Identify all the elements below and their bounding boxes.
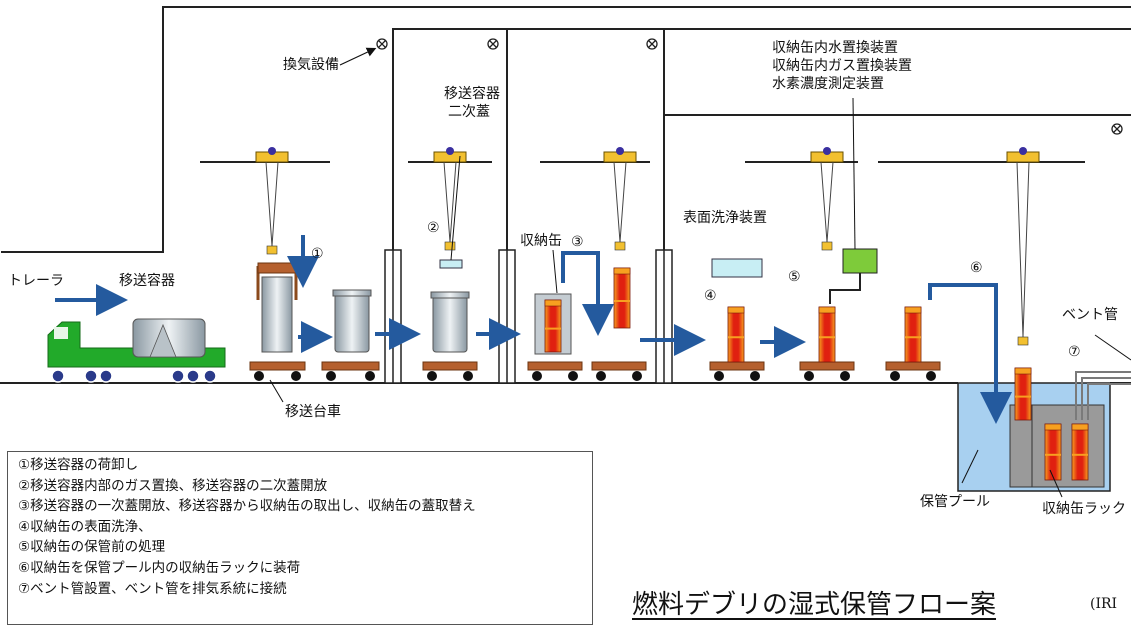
device-hose xyxy=(829,273,861,304)
label-rack: 収納缶ラック xyxy=(1042,501,1126,517)
step-legend: ①移送容器の荷卸し ②移送容器内部のガス置換、移送容器の二次蓋開放 ③移送容器の… xyxy=(7,451,593,625)
transport-cart xyxy=(321,361,380,381)
canister xyxy=(1014,367,1032,421)
cross-circle-icon xyxy=(487,38,499,50)
step-1: ① xyxy=(311,246,324,262)
legend-item-7: ⑦ベント管設置、ベント管を排気系統に接続 xyxy=(18,580,287,597)
transport-cart xyxy=(591,361,647,381)
transport-cart xyxy=(799,361,855,381)
step-5: ⑤ xyxy=(788,269,801,285)
diagram-caption: 燃料デブリの湿式保管フロー案 xyxy=(632,590,997,620)
transport-container-horizontal xyxy=(132,318,206,358)
legend-item-1: ①移送容器の荷卸し xyxy=(18,457,139,473)
legend-item-3: ③移送容器の一次蓋開放、移送容器から収納缶の取出し、収納缶の蓋取替え xyxy=(18,498,476,515)
label-canister: 収納缶 xyxy=(520,233,562,249)
step-4: ④ xyxy=(704,288,717,304)
legend-item-4: ④収納缶の表面洗浄、 xyxy=(18,518,152,535)
step-7: ⑦ xyxy=(1068,344,1081,360)
label-device-3: 水素濃度測定装置 xyxy=(772,76,884,92)
overhead-crane-icon xyxy=(810,147,844,251)
pointer-lines xyxy=(269,97,1131,498)
label-surface-cleaner: 表面洗浄装置 xyxy=(683,210,767,226)
overhead-crane-icon xyxy=(603,147,637,251)
lid-plate xyxy=(439,259,463,269)
label-cart: 移送台車 xyxy=(285,403,341,420)
canister xyxy=(1044,423,1062,481)
transport-carts xyxy=(249,361,941,381)
trailer-truck xyxy=(47,318,226,383)
legend-item-2: ②移送容器内部のガス置換、移送容器の二次蓋開放 xyxy=(18,477,328,494)
label-trailer: トレーラ xyxy=(8,273,64,289)
water-gas-device xyxy=(842,248,878,274)
step-3: ③ xyxy=(571,234,584,250)
transport-cart xyxy=(885,361,941,381)
transport-cart xyxy=(249,361,306,381)
cross-circle-icon xyxy=(646,38,658,50)
process-arrows xyxy=(55,235,1012,424)
canister xyxy=(613,267,631,329)
label-transport-container: 移送容器 xyxy=(119,272,175,289)
canister xyxy=(544,299,562,353)
vent-pipes xyxy=(1075,371,1131,420)
canister xyxy=(818,306,836,363)
label-ventilation: 換気設備 xyxy=(283,57,339,73)
overhead-crane-icon xyxy=(433,147,467,251)
overhead-crane-icon xyxy=(255,147,289,255)
legend-item-6: ⑥収納缶を保管プール内の収納缶ラックに装荷 xyxy=(18,559,301,576)
source-credit: (IRI xyxy=(1090,596,1118,612)
ventilation-pointer xyxy=(339,47,377,66)
canister xyxy=(1071,423,1089,481)
label-secondary-lid-2: 二次蓋 xyxy=(448,104,490,120)
transport-cart xyxy=(422,361,478,381)
cross-circle-icon xyxy=(376,38,388,50)
ventilation-icons xyxy=(376,38,1123,135)
canister xyxy=(904,306,922,363)
transport-cart xyxy=(709,361,765,381)
label-secondary-lid-1: 移送容器 xyxy=(444,85,500,102)
overhead-crane-icon xyxy=(255,147,1040,346)
transport-cart xyxy=(527,361,583,381)
label-vent-pipe: ベント管 xyxy=(1062,307,1118,323)
surface-cleaner-device xyxy=(711,258,763,278)
canisters xyxy=(544,267,1089,481)
step-2: ② xyxy=(427,220,440,236)
transport-containers xyxy=(256,262,572,355)
overhead-crane-icon xyxy=(1006,147,1040,346)
legend-item-5: ⑤収納缶の保管前の処理 xyxy=(18,539,166,556)
cross-circle-icon xyxy=(1111,123,1123,135)
canister xyxy=(727,306,745,363)
label-device-1: 収納缶内水置換装置 xyxy=(772,40,898,56)
step-6: ⑥ xyxy=(970,260,983,276)
label-pool: 保管プール xyxy=(920,494,990,510)
label-device-2: 収納缶内ガス置換装置 xyxy=(772,58,912,74)
